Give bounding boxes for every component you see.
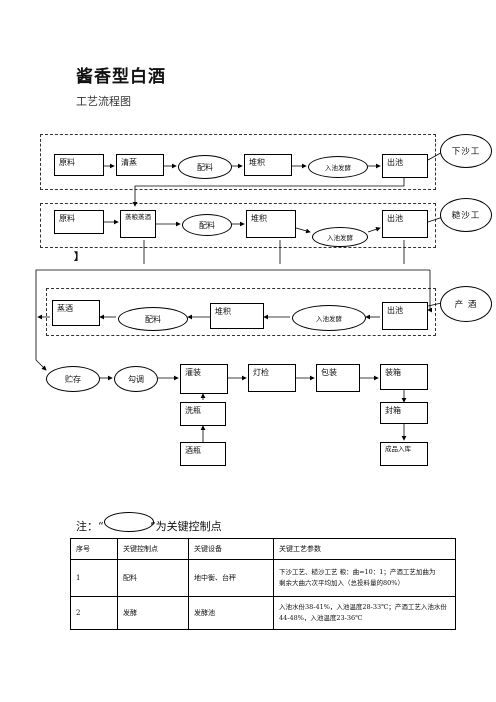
box-qingzheng: 清蒸 [116, 154, 164, 176]
oval-peiliao-3: 配料 [118, 307, 188, 331]
header-no: 序号 [70, 538, 118, 560]
label: 勾调 [128, 374, 144, 384]
callout-chanjiu: 产 酒 [440, 286, 492, 322]
label: 酒瓶 [185, 446, 201, 455]
oval-peiliao-2: 配料 [182, 214, 232, 236]
label: 灌装 [185, 368, 201, 377]
label: 原料 [59, 158, 75, 167]
label: 下沙工 [451, 147, 481, 157]
cell-point: 发酵 [117, 596, 189, 630]
note-prefix: 注：“ [76, 520, 104, 533]
group-frame-zaosha [40, 203, 436, 248]
oval-ruchi-1: 入池发酵 [308, 156, 368, 178]
callout-zaosha: 糙沙工 [440, 198, 492, 232]
key-control-table: 序号 关键控制点 关键设备 关键工艺参数 1 配料 地中衡、台秤 下沙工艺、糙沙… [70, 538, 456, 630]
box-chengpin: 成品入库 [380, 442, 428, 466]
cell-params: 下沙工艺、糙沙工艺 粮：曲=10：1；产酒工艺加曲为 剩余大曲六次平均加入（总投… [273, 559, 456, 597]
label: 包装 [321, 368, 337, 377]
label: 原料 [59, 214, 75, 223]
note-suffix: ”为关键控制点 [150, 520, 222, 533]
label: 产 酒 [454, 300, 478, 310]
label: 堆积 [215, 307, 231, 316]
box-chuchi-3: 出池 [382, 302, 428, 330]
cell-equipment: 地中衡、台秤 [188, 559, 274, 597]
box-raw-material-2: 原料 [54, 210, 104, 234]
label: 入池发酵 [325, 164, 351, 172]
params-line: 下沙工艺、糙沙工艺 粮：曲=10：1；产酒工艺加曲为 [279, 567, 436, 576]
label: 糙沙工 [451, 211, 481, 221]
cell-point: 配料 [117, 559, 189, 597]
label: 堆积 [251, 214, 267, 223]
box-zhengliang: 蒸粮蒸酒 [120, 210, 156, 238]
header-params: 关键工艺参数 [273, 538, 456, 560]
label: 装箱 [385, 368, 401, 377]
box-baozhuang: 包装 [316, 364, 360, 392]
label: 出池 [387, 306, 403, 315]
box-duiji-1: 堆积 [244, 154, 292, 176]
box-jiuping: 酒瓶 [180, 442, 226, 466]
table-row: 2 发酵 发酵池 入池水份38-41%，入池温度28-33℃；产酒工艺入池水份 … [70, 596, 456, 630]
box-zhengjiu: 蒸酒 [52, 300, 100, 326]
group-frame-chanjiu [46, 288, 436, 336]
params-line: 入池水份38-41%，入池温度28-33℃；产酒工艺入池水份 [279, 602, 447, 611]
label: 入池发酵 [327, 234, 353, 242]
label: 堆积 [249, 158, 265, 167]
oval-ruchi-2: 入池发酵 [312, 227, 368, 247]
header-point: 关键控制点 [117, 538, 189, 560]
params-line: 剩余大曲六次平均加入（总投料量的80%） [279, 579, 404, 587]
label: 配料 [197, 162, 213, 172]
cell-no: 1 [70, 559, 118, 597]
box-chuchi-2: 出池 [382, 210, 428, 238]
label: 配料 [199, 220, 215, 230]
label: 清蒸 [121, 158, 137, 167]
oval-zhucun: 贮存 [46, 366, 100, 392]
box-chuchi-1: 出池 [382, 154, 428, 178]
cell-no: 2 [70, 596, 118, 630]
callout-xiasha: 下沙工 [440, 134, 492, 168]
label: 洗瓶 [185, 406, 201, 415]
params-line: 44-48%，入池温度23-36℃ [279, 614, 363, 622]
label: 配料 [145, 314, 161, 324]
label: 蒸酒 [57, 304, 73, 313]
label: 灯检 [253, 368, 269, 377]
box-dengjian: 灯检 [248, 364, 296, 392]
table-row: 1 配料 地中衡、台秤 下沙工艺、糙沙工艺 粮：曲=10：1；产酒工艺加曲为 剩… [70, 559, 456, 597]
label: 出池 [387, 214, 403, 223]
box-duiji-2: 堆积 [246, 210, 296, 238]
box-guanzhuang: 灌装 [180, 364, 228, 394]
bracket-mark: 】 [74, 252, 84, 263]
box-raw-material-1: 原料 [54, 154, 104, 176]
oval-ruchi-3: 入池发酵 [292, 305, 366, 331]
cell-equipment: 发酵池 [188, 596, 274, 630]
label: 出池 [387, 158, 403, 167]
note-oval-symbol [104, 512, 154, 532]
label: 蒸粮蒸酒 [125, 213, 151, 221]
label: 入池发酵 [316, 315, 342, 323]
group-frame-xiasha [40, 134, 436, 190]
oval-goutiao: 勾调 [114, 366, 158, 392]
oval-peiliao-1: 配料 [178, 155, 232, 179]
box-duiji-3: 堆积 [210, 303, 264, 329]
label: 贮存 [65, 374, 81, 384]
table-header-row: 序号 关键控制点 关键设备 关键工艺参数 [70, 538, 456, 560]
box-fengxiang: 封箱 [380, 402, 428, 424]
page-title: 酱香型白酒 [76, 67, 166, 87]
box-xiping: 洗瓶 [180, 402, 226, 426]
page-subtitle: 工艺流程图 [76, 95, 131, 108]
cell-params: 入池水份38-41%，入池温度28-33℃；产酒工艺入池水份 44-48%，入池… [273, 596, 456, 630]
header-equipment: 关键设备 [188, 538, 274, 560]
box-zhuangxiang: 装箱 [380, 364, 428, 390]
label: 成品入库 [385, 445, 411, 453]
label: 封箱 [385, 406, 401, 415]
